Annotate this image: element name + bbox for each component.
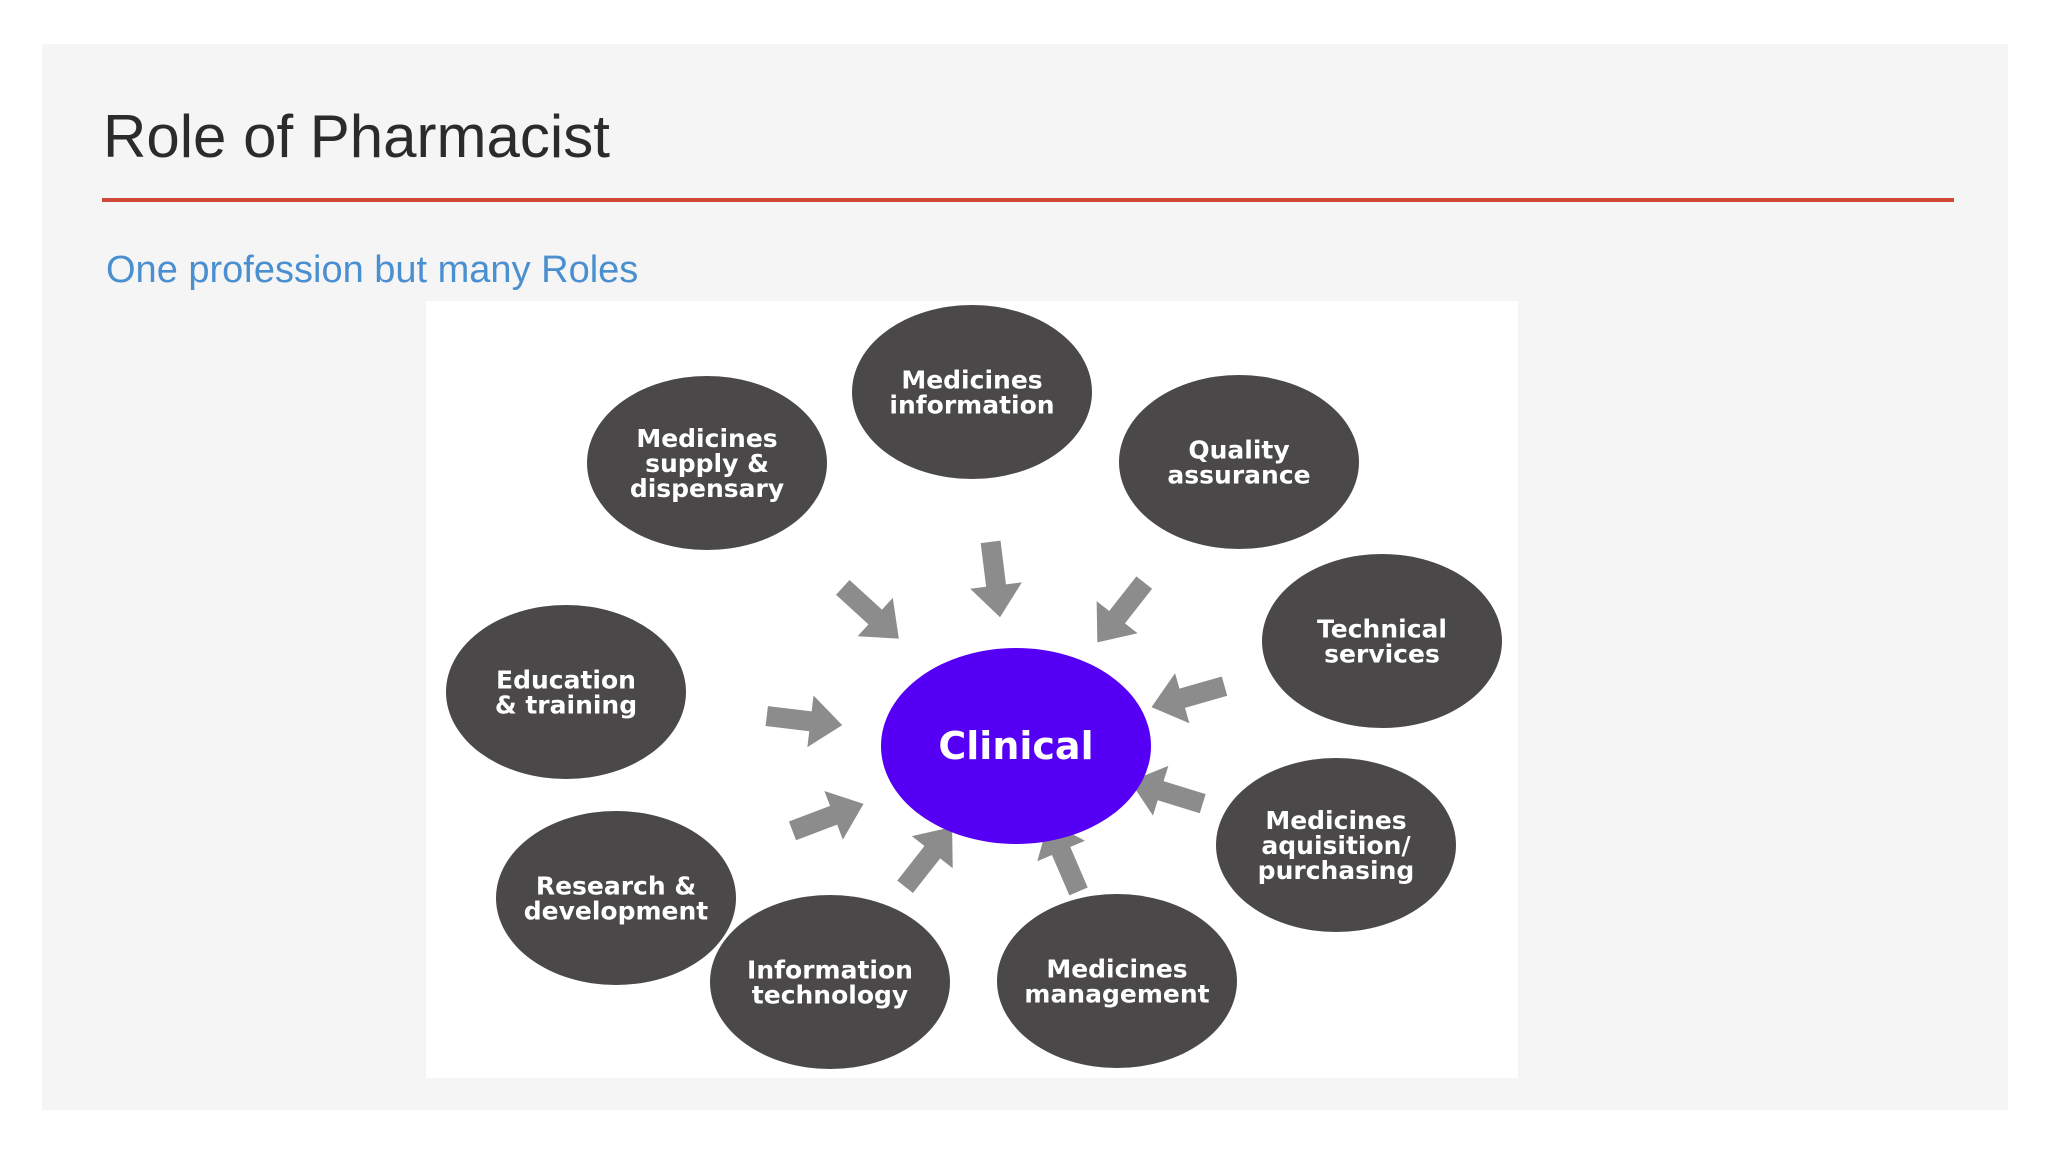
arrow-5	[897, 827, 953, 893]
arrow-0	[970, 540, 1022, 618]
role-node-4	[997, 894, 1237, 1068]
role-node-label: Medicines	[1265, 806, 1406, 835]
role-node-0	[852, 305, 1092, 479]
role-node-label: supply &	[645, 449, 769, 478]
role-node-label: Technical	[1317, 615, 1447, 644]
arrow-2	[1151, 673, 1228, 724]
role-node-label: Medicines	[901, 366, 1042, 395]
role-node-label: Education	[496, 666, 636, 695]
role-node-label: Medicines	[636, 424, 777, 453]
role-node-1	[1119, 375, 1359, 549]
role-node-label: aquisition/	[1261, 831, 1411, 860]
slide: Role of Pharmacist One profession but ma…	[42, 44, 2008, 1110]
role-node-label: technology	[752, 981, 908, 1010]
arrow-3	[1130, 765, 1206, 816]
role-node-label: Quality	[1188, 436, 1289, 465]
arrow-1	[1096, 576, 1153, 643]
role-node-label: services	[1324, 640, 1440, 669]
arrow-8	[836, 579, 899, 639]
role-node-8	[587, 376, 827, 550]
role-node-label: purchasing	[1258, 856, 1415, 885]
role-node-5	[710, 895, 950, 1069]
arrow-7	[765, 695, 843, 748]
role-node-7	[446, 605, 686, 779]
slide-title: Role of Pharmacist	[103, 103, 610, 170]
role-node-label: assurance	[1167, 461, 1310, 490]
pharmacist-roles-diagram: MedicinesinformationQualityassuranceTech…	[446, 305, 1502, 1069]
role-node-3	[1216, 758, 1456, 932]
role-node-label: information	[889, 391, 1054, 420]
role-node-label: Medicines	[1046, 955, 1187, 984]
role-node-label: management	[1024, 980, 1209, 1009]
center-node	[881, 648, 1151, 844]
role-node-2	[1262, 554, 1502, 728]
role-node-6	[496, 811, 736, 985]
role-node-label: Research &	[536, 872, 696, 901]
arrow-6	[788, 790, 864, 841]
role-node-label: & training	[495, 691, 637, 720]
role-node-label: dispensary	[630, 474, 784, 503]
title-divider	[102, 198, 1954, 202]
center-node-label: Clinical	[938, 724, 1093, 768]
role-node-label: development	[524, 897, 709, 926]
role-node-label: Information	[747, 956, 913, 985]
slide-subtitle: One profession but many Roles	[106, 249, 639, 291]
